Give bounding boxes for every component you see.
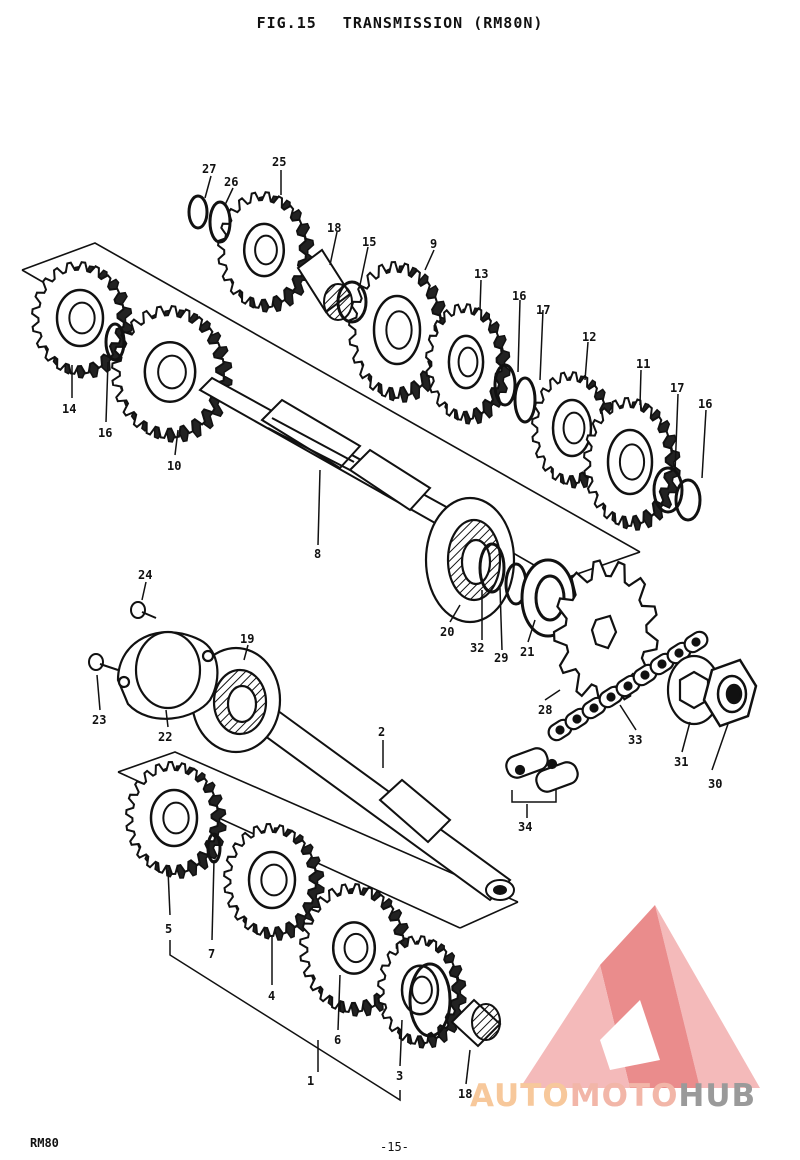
- gear-3: [377, 935, 467, 1049]
- retainer-plate: [116, 630, 219, 720]
- label-part-13: 13: [474, 267, 488, 281]
- chain-pin: [623, 681, 633, 691]
- label-part-16-right: 16: [698, 397, 712, 411]
- chain-pin: [555, 725, 565, 735]
- label-part-22: 22: [158, 730, 172, 744]
- label-part-7: 7: [208, 947, 215, 961]
- watermark-logo-icon: [520, 905, 760, 1088]
- watermark-part-1: AUTO: [470, 1078, 570, 1114]
- gear-10: [111, 305, 233, 443]
- label-part-18-lower: 18: [458, 1087, 472, 1101]
- gear-13: [425, 303, 511, 425]
- chain-pin: [589, 703, 599, 713]
- figure-title: FIG.15 TRANSMISSION (RM80N): [0, 14, 800, 32]
- label-part-3: 3: [396, 1069, 403, 1083]
- chain-pin: [640, 670, 650, 680]
- chain-pin: [606, 692, 616, 702]
- gear-25: [217, 191, 315, 313]
- drive-chain: [547, 630, 709, 742]
- label-part-2: 2: [378, 725, 385, 739]
- gear-11: [583, 396, 681, 531]
- washers: [104, 194, 702, 1038]
- label-part-28: 28: [538, 703, 552, 717]
- label-part-24: 24: [138, 568, 152, 582]
- watermark-part-3: HUB: [678, 1078, 757, 1114]
- label-part-15: 15: [362, 235, 376, 249]
- chain-pin: [691, 637, 701, 647]
- chain-pin: [674, 648, 684, 658]
- label-part-32: 32: [470, 641, 484, 655]
- label-part-29: 29: [494, 651, 508, 665]
- label-part-11: 11: [636, 357, 650, 371]
- sprocket-nut: [702, 658, 758, 728]
- label-part-21: 21: [520, 645, 534, 659]
- label-part-17-right: 17: [670, 381, 684, 395]
- chain-pin: [572, 714, 582, 724]
- label-part-23: 23: [92, 713, 106, 727]
- leader-lines: [71, 170, 729, 1102]
- label-part-6: 6: [334, 1033, 341, 1047]
- label-part-10: 10: [167, 459, 181, 473]
- label-part-26: 26: [224, 175, 238, 189]
- watermark-part-2: MOTO: [569, 1078, 679, 1114]
- label-part-30: 30: [708, 777, 722, 791]
- label-part-17-mid: 17: [536, 303, 550, 317]
- label-part-33: 33: [628, 733, 642, 747]
- engine-sprocket: [552, 559, 659, 706]
- label-part-20: 20: [440, 625, 454, 639]
- label-part-34: 34: [518, 820, 532, 834]
- needle-bearing-lower: [450, 998, 502, 1048]
- part-labels: 1 2 3 4 5 6 7 8 9 10 11 12 13 14 15 16 1…: [62, 155, 722, 1101]
- screws: [88, 601, 157, 671]
- label-part-31: 31: [674, 755, 688, 769]
- model-code: RM80: [30, 1136, 59, 1150]
- gear-group: [31, 191, 681, 1049]
- countershaft: [198, 376, 472, 538]
- label-part-16-left: 16: [98, 426, 112, 440]
- label-part-27: 27: [202, 162, 216, 176]
- label-part-8: 8: [314, 547, 321, 561]
- watermark-wordmark: AUTOMOTOHUB: [470, 1078, 756, 1114]
- gear-9: [348, 260, 450, 403]
- gear-4: [223, 822, 325, 941]
- label-part-16-mid: 16: [512, 289, 526, 303]
- label-part-9: 9: [430, 237, 437, 251]
- label-part-4: 4: [268, 989, 275, 1003]
- label-part-19: 19: [240, 632, 254, 646]
- gear-5: [125, 760, 227, 879]
- chain-joint: [505, 747, 579, 793]
- gear-14: [31, 261, 133, 379]
- figure-caption: TRANSMISSION (RM80N): [342, 14, 544, 32]
- label-part-5: 5: [165, 922, 172, 936]
- label-part-12: 12: [582, 330, 596, 344]
- chain-pin: [657, 659, 667, 669]
- label-part-1: 1: [307, 1074, 314, 1088]
- label-part-14: 14: [62, 402, 76, 416]
- label-part-18-upper: 18: [327, 221, 341, 235]
- page-number: -15-: [380, 1140, 409, 1154]
- figure-number: FIG.15: [256, 14, 317, 32]
- label-part-25: 25: [272, 155, 286, 169]
